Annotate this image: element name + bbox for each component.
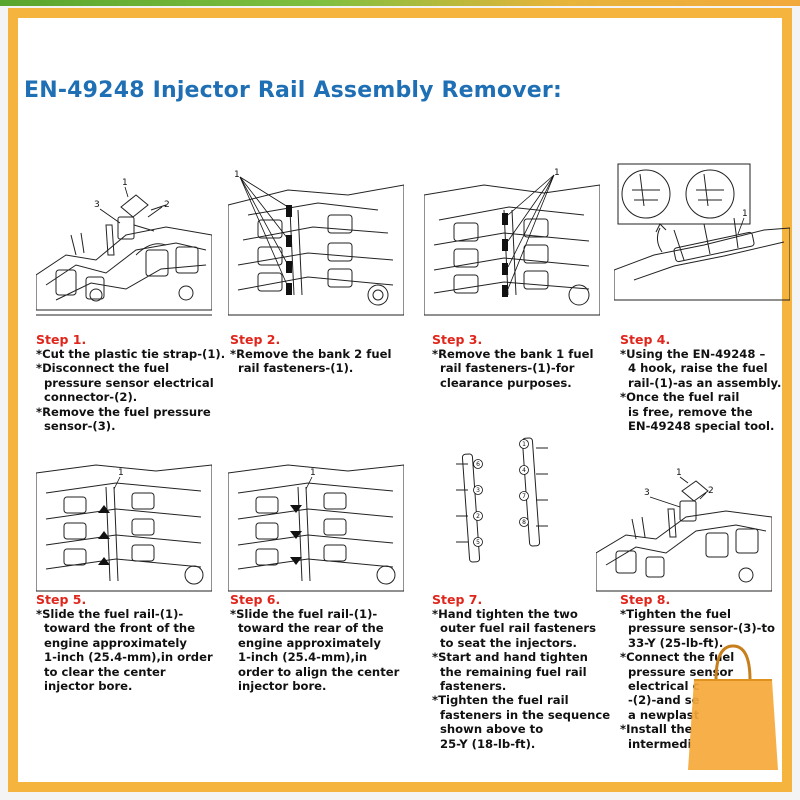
step-3-list: *Remove the bank 1 fuel rail fasteners-(… [432,347,622,390]
callout-1: 1 [122,178,128,188]
step-6-list: *Slide the fuel rail-(1)- toward the rea… [230,607,420,693]
shopping-bag-icon[interactable] [686,640,780,776]
frame-inner [18,18,782,782]
step-4-bullet: *Once the fuel rail is free, remove the … [620,390,775,434]
step-1-list: *Cut the plastic tie strap-(1). *Disconn… [36,347,226,433]
sequence-number: 2 [476,513,480,520]
step-8-title: Step 8. [620,592,671,607]
top-stripe [0,0,800,6]
step-7-bullet: *Start and hand tighten the remaining fu… [432,650,588,694]
step-8-list: *Tighten the fuel pressure sensor-(3)-to… [620,607,784,751]
step-4-list: *Using the EN-49248 – 4 hook, raise the … [620,347,784,433]
step-7-figure: 6 3 2 5 1 4 7 8 [440,430,570,580]
step-7-bullet: *Hand tighten the two outer fuel rail fa… [432,607,596,650]
step-3-figure: 1 [424,165,600,325]
callout-2: 2 [708,486,714,496]
step-8-figure: 1 2 3 [596,448,772,608]
sequence-number: 1 [522,441,526,448]
page-title: EN-49248 Injector Rail Assembly Remover: [24,78,562,103]
step-3: Step 3. *Remove the bank 1 fuel rail fas… [432,332,622,390]
callout-1: 1 [676,468,682,478]
step-6-title: Step 6. [230,592,281,607]
callout-3: 3 [94,200,100,210]
step-5-bullet: *Slide the fuel rail-(1)- toward the fro… [36,607,213,694]
step-3-bullet: *Remove the bank 1 fuel rail fasteners-(… [432,347,594,390]
step-8-bullet: *Connect the fuel pressure sensor electr… [620,650,735,722]
page-frame [8,8,792,792]
sequence-number: 5 [476,539,480,546]
callout-1: 1 [118,468,124,478]
step-1: Step 1. *Cut the plastic tie strap-(1). … [36,332,226,433]
step-6-bullet: *Slide the fuel rail-(1)- toward the rea… [230,607,400,694]
step-1-title: Step 1. [36,332,87,347]
step-6-figure: 1 [228,448,404,608]
step-1-bullet: *Cut the plastic tie strap-(1). [36,347,226,361]
sequence-number: 6 [476,461,480,468]
step-4-figure: 1 [614,160,790,320]
step-2: Step 2. *Remove the bank 2 fuel rail fas… [230,332,420,376]
callout-2: 2 [164,200,170,210]
step-2-title: Step 2. [230,332,281,347]
step-5-title: Step 5. [36,592,87,607]
step-8-bullet: *Install the intermedi [620,722,693,751]
step-5-figure: 1 [36,448,212,608]
callout-1: 1 [234,170,240,180]
step-8: Step 8. *Tighten the fuel pressure senso… [620,592,784,751]
step-7-title: Step 7. [432,592,483,607]
step-2-list: *Remove the bank 2 fuel rail fasteners-(… [230,347,420,376]
step-7-bullet: *Tighten the fuel rail fasteners in the … [432,693,611,751]
step-2-bullet: *Remove the bank 2 fuel rail fasteners-(… [230,347,392,376]
step-1-figure: 1 2 3 [36,165,212,325]
step-6: Step 6. *Slide the fuel rail-(1)- toward… [230,592,420,693]
step-1-bullet: *Remove the fuel pressure sensor-(3). [36,404,211,434]
step-2-figure: 1 [228,165,404,325]
step-5-list: *Slide the fuel rail-(1)- toward the fro… [36,607,226,693]
step-4: Step 4. *Using the EN-49248 – 4 hook, ra… [620,332,784,433]
step-3-title: Step 3. [432,332,483,347]
callout-1: 1 [742,209,748,219]
step-1-bullet: *Disconnect the fuel pressure sensor ele… [36,361,214,405]
step-4-bullet: *Using the EN-49248 – 4 hook, raise the … [620,347,782,390]
sequence-number: 8 [522,519,526,526]
callout-3: 3 [644,488,650,498]
step-4-title: Step 4. [620,332,671,347]
sequence-number: 7 [522,493,526,500]
step-5: Step 5. *Slide the fuel rail-(1)- toward… [36,592,226,693]
callout-1: 1 [554,168,560,178]
step-7-list: *Hand tighten the two outer fuel rail fa… [432,607,622,751]
callout-1: 1 [310,468,316,478]
sequence-number: 4 [522,467,526,474]
step-8-bullet: *Tighten the fuel pressure sensor-(3)-to… [620,607,775,650]
sequence-number: 3 [476,487,480,494]
step-7: Step 7. *Hand tighten the two outer fuel… [432,592,622,751]
